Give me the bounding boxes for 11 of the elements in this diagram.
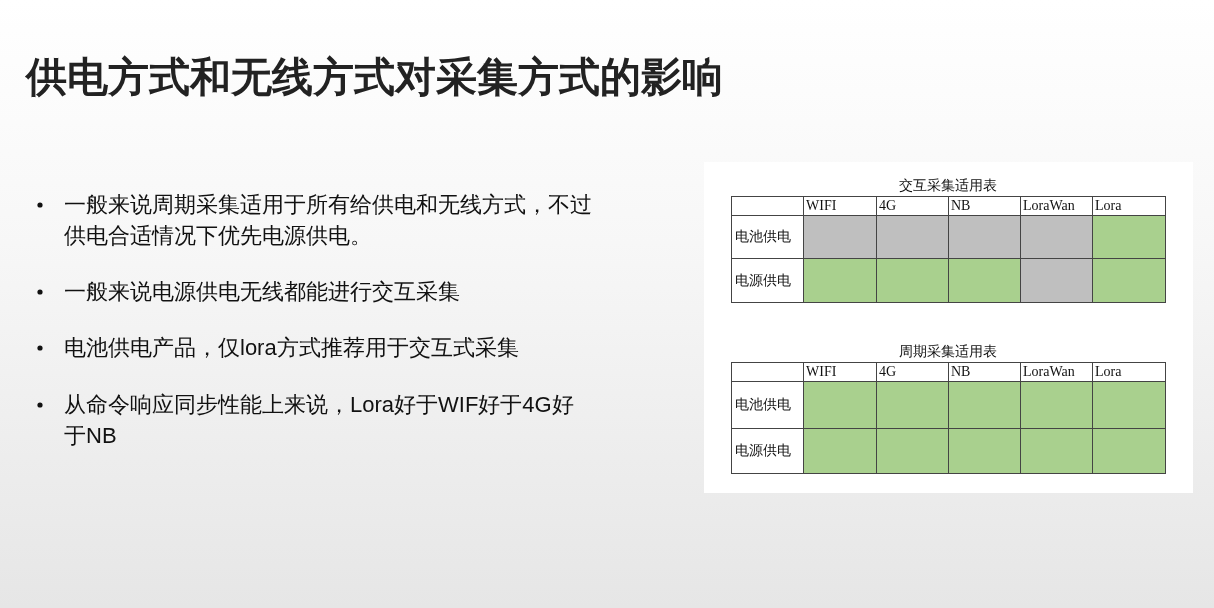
table-title: 交互采集适用表 [898, 177, 998, 195]
header-cell: Lora [1092, 196, 1166, 216]
slide-title: 供电方式和无线方式对采集方式的影响 [26, 53, 723, 102]
bullet-text: 一般来说电源供电无线都能进行交互采集 [64, 278, 461, 306]
row-header-cell: 电源供电 [731, 258, 804, 303]
bullet-text: 从命令响应同步性能上来说，Lora好于WIF好于4G好于NB [64, 391, 575, 450]
table-title: 周期采集适用表 [898, 343, 998, 361]
header-cell: Lora [1092, 362, 1166, 382]
bullet-text: 一般来说周期采集适用于所有给供电和无线方式，不过供电合适情况下优先电源供电。 [64, 191, 592, 250]
row-header-cell: 电源供电 [731, 428, 804, 474]
bullet-text: 电池供电产品，仅lora方式推荐用于交互式采集 [64, 334, 520, 362]
